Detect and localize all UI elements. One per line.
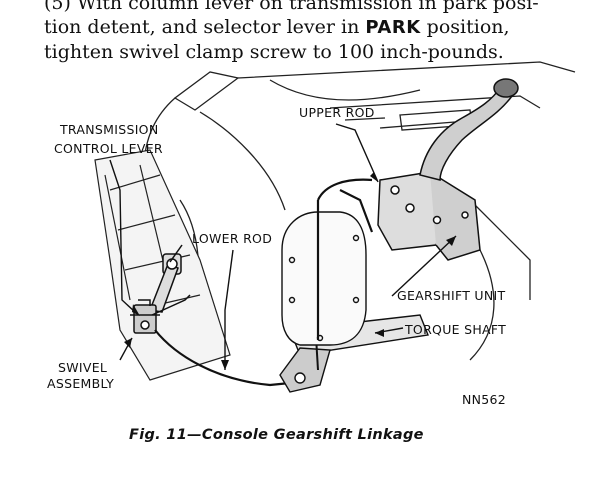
label-torque-shaft: TORQUE SHAFT [404,322,506,337]
label-swivel-assembly-line2: ASSEMBLY [47,376,114,391]
transmission-control-lever [148,244,183,313]
label-swivel-assembly-line1: SWIVEL [58,360,107,375]
gearshift-linkage-illustration: UPPER ROD TRANSMISSION CONTROL LEVER LOW… [47,61,576,407]
intro-line-2-start: tion detent, and selector lever in [44,16,366,38]
gearshift-unit [377,78,519,261]
park-keyword: PARK [365,17,421,38]
callout-arrowheads [124,172,456,370]
label-transmission-control-lever-line2: CONTROL LEVER [54,141,163,156]
bulkhead-plate [281,211,367,346]
label-lower-rod: LOWER ROD [192,231,272,246]
label-transmission-control-lever-line1: TRANSMISSION [59,122,158,137]
label-upper-rod: UPPER ROD [299,105,375,120]
figure-caption: Fig. 11—Console Gearshift Linkage [129,427,424,443]
intro-line-3: tighten swivel clamp screw to 100 inch-p… [44,41,504,63]
intro-line-2-end: position, [420,16,510,38]
intro-paragraph: (5) With column lever on transmission in… [44,0,604,64]
swivel-assembly [130,294,191,334]
intro-line-2: tion detent, and selector lever in PARK … [44,15,604,40]
label-gearshift-unit: GEARSHIFT UNIT [397,288,506,303]
figure-id-code: NN562 [462,392,506,407]
upper-rod [316,178,374,340]
intro-line-1: (5) With column lever on transmission in… [44,0,539,14]
lower-rod [154,329,301,387]
